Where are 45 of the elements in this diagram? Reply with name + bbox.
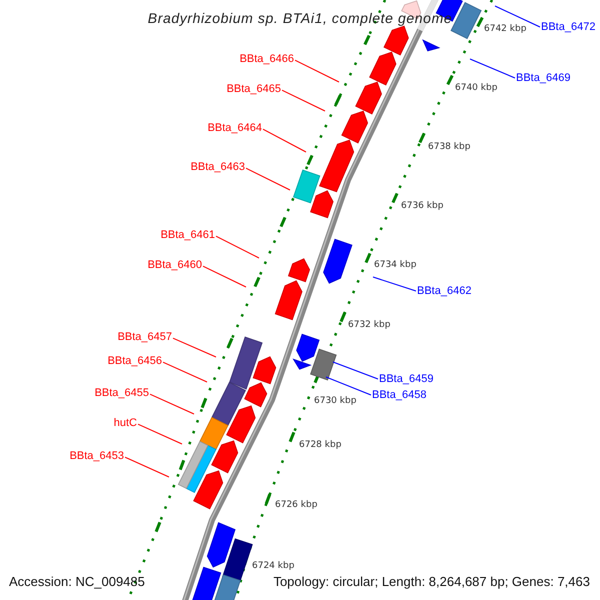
gene-label: BBta_6466 bbox=[240, 53, 294, 65]
gene-label: BBta_6459 bbox=[379, 373, 434, 385]
leader-line bbox=[202, 266, 246, 288]
leader-line bbox=[162, 362, 208, 382]
leader-line bbox=[246, 168, 290, 190]
tick-label: 6724 kbp bbox=[252, 561, 294, 571]
leader-line bbox=[326, 376, 372, 396]
tick-label: 6730 kbp bbox=[314, 396, 356, 406]
gene-label: BBta_6462 bbox=[417, 285, 472, 297]
gene-label: BBta_6457 bbox=[118, 331, 172, 343]
gene-label: BBta_6458 bbox=[372, 389, 426, 401]
leader-line bbox=[138, 424, 182, 444]
gene-label: BBta_6464 bbox=[208, 122, 262, 134]
leader-line bbox=[494, 6, 540, 28]
genome-stats-text: Topology: circular; Length: 8,264,687 bp; Genes: 7,463 bbox=[273, 574, 590, 589]
leader-line bbox=[332, 362, 378, 380]
tick-label: 6734 kbp bbox=[374, 260, 416, 270]
tick-label: 6740 kbp bbox=[455, 83, 498, 93]
leader-line bbox=[294, 60, 340, 82]
tick-label: 6736 kbp bbox=[401, 201, 444, 211]
gene-label: BBta_6456 bbox=[108, 355, 162, 367]
gene-label: BBta_6453 bbox=[70, 450, 124, 462]
tick-label: 6726 kbp bbox=[275, 500, 318, 510]
gene-label: BBta_6472 bbox=[541, 21, 596, 33]
leader-line bbox=[150, 394, 194, 414]
gene-label: hutC bbox=[114, 417, 137, 429]
gene-label: BBta_6469 bbox=[516, 72, 570, 84]
leader-line bbox=[262, 128, 306, 152]
tick-label: 6728 kbp bbox=[299, 440, 342, 450]
leader-line bbox=[470, 58, 516, 78]
gene-label: BBta_6461 bbox=[160, 229, 215, 241]
tick-label: 6742 kbp bbox=[484, 24, 526, 34]
gene-label: BBta_6460 bbox=[148, 259, 202, 271]
map-title: Bradyrhizobium sp. BTAi1, complete genome bbox=[146, 10, 454, 26]
accession-text: Accession: NC_009485 bbox=[9, 574, 145, 589]
gene-label: BBta_6455 bbox=[94, 387, 149, 399]
leader-line bbox=[216, 236, 260, 258]
leader-line bbox=[124, 456, 170, 478]
leader-line bbox=[282, 90, 326, 112]
tick-label: 6732 kbp bbox=[348, 320, 390, 330]
tick-label: 6738 kbp bbox=[428, 142, 470, 152]
leader-line bbox=[172, 338, 216, 358]
gene-label: BBta_6463 bbox=[190, 161, 245, 173]
gene-label: BBta_6465 bbox=[226, 83, 281, 95]
leader-line bbox=[372, 276, 416, 292]
